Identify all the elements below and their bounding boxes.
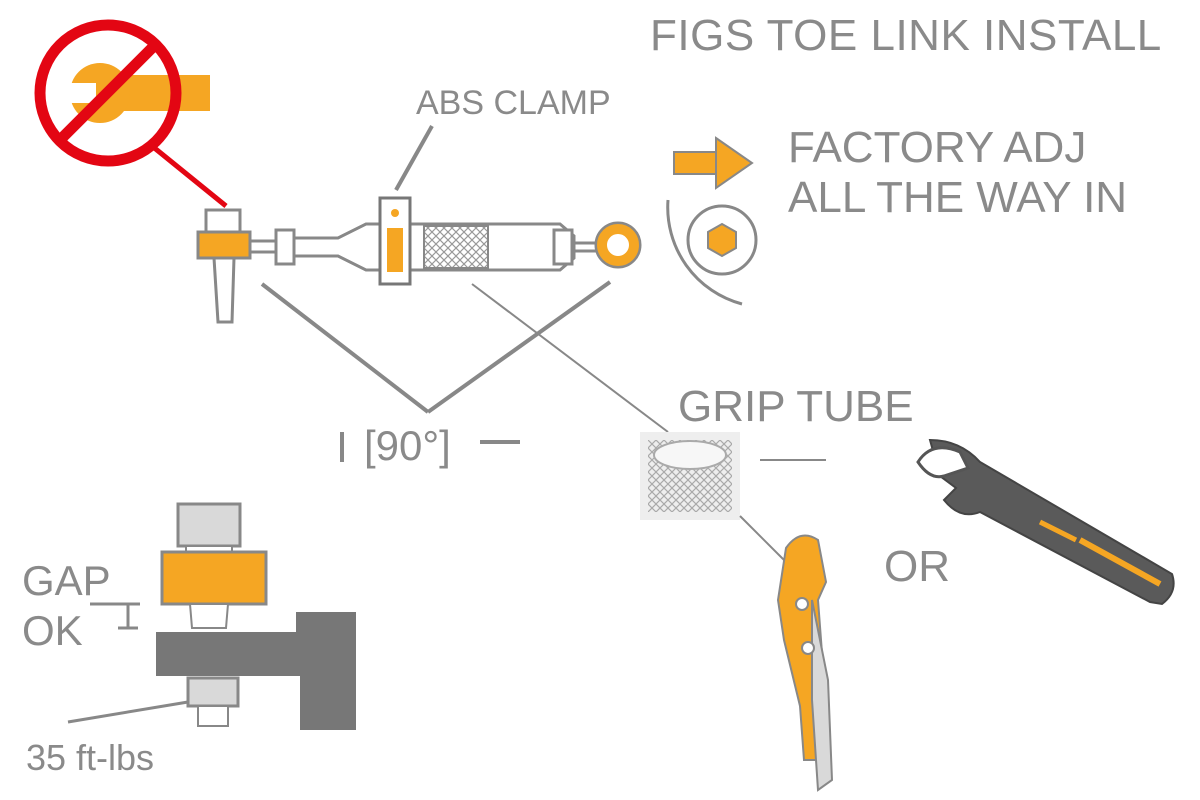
no-wrench-icon: [34, 19, 228, 208]
torque-label: 35 ft-lbs: [26, 737, 155, 778]
jam-nut-left: [274, 228, 296, 266]
knurled-section: [423, 225, 489, 269]
jam-nut-right: [552, 228, 574, 266]
toe-link-assembly: [196, 196, 642, 324]
ball-joint-body: [160, 550, 268, 606]
abs-clamp-leader: [394, 125, 434, 191]
gap-detail: [67, 502, 356, 730]
rod-end-eye: [594, 221, 642, 269]
gap-label: GAP: [22, 557, 111, 604]
factory-adj-label: FACTORY ADJ: [788, 123, 1087, 172]
locking-pliers-icon: [776, 534, 834, 792]
pipe-wrench-icon: [916, 438, 1175, 606]
top-nut: [176, 502, 242, 548]
gap-indicator: [90, 602, 140, 630]
arrow-right-icon: [673, 136, 754, 190]
torque-leader: [67, 700, 189, 724]
callout-line: [150, 144, 228, 208]
diagram-title: FIGS TOE LINK INSTALL: [650, 11, 1162, 60]
prohibit-slash: [58, 40, 160, 142]
prohibit-circle: [34, 19, 182, 167]
grip-tube-label: GRIP TUBE: [678, 382, 914, 431]
abs-clamp: [378, 196, 412, 286]
gap-ok-label: OK: [22, 607, 83, 654]
grip-tube-image: [640, 432, 740, 520]
factory-adjuster-icon: [666, 199, 758, 306]
ball-joint-end: [196, 208, 280, 324]
bottom-nut: [186, 676, 240, 708]
pliers-leader: [739, 515, 791, 567]
grip-tube-leader: [471, 283, 669, 433]
angle-label: [90°]: [364, 422, 451, 469]
ninety-degree-lines: [260, 280, 612, 462]
knuckle-bracket: [156, 612, 356, 730]
abs-clamp-label: ABS CLAMP: [416, 84, 611, 122]
or-label: OR: [884, 542, 950, 591]
factory-adj-label-line2: ALL THE WAY IN: [788, 173, 1128, 222]
